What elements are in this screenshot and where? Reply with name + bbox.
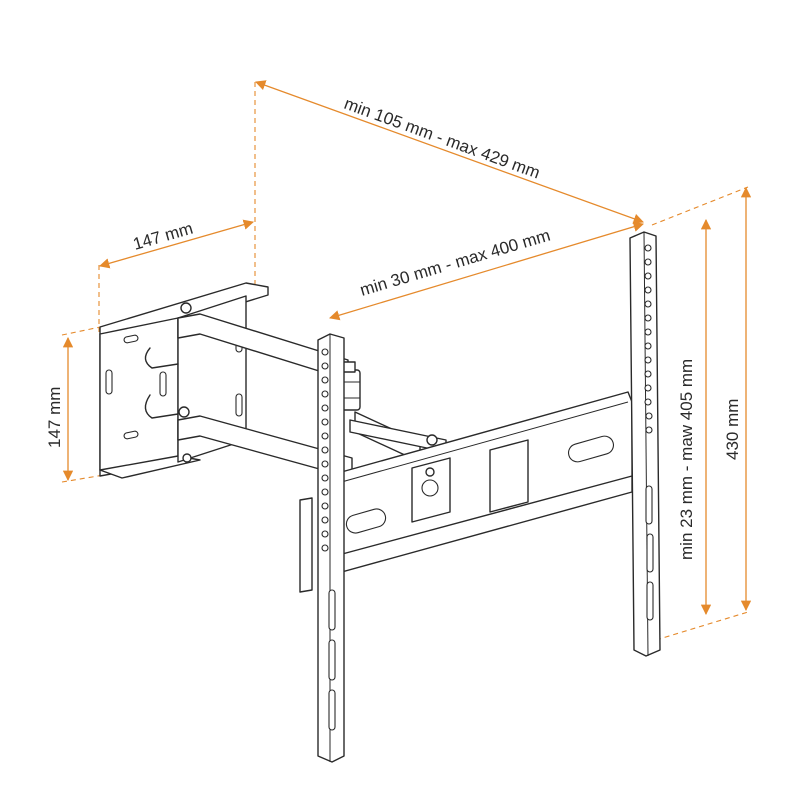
- tv-crossbar: [319, 391, 633, 579]
- extension-line-bottom: [655, 611, 749, 641]
- dimension-arrow-horizontal-spacing: [329, 221, 644, 321]
- dimension-arrow-arm-extension: [255, 80, 644, 224]
- bolt-icon: [178, 406, 190, 418]
- bolt-icon: [426, 434, 438, 446]
- bolt-icon: [180, 302, 192, 314]
- wall-plate: [99, 282, 269, 479]
- label-wall-plate-height: 147 mm: [45, 387, 64, 448]
- label-vertical-hole-spacing: min 23 mm - maw 405 mm: [677, 359, 696, 560]
- label-horizontal-hole-spacing: min 30 mm - max 400 mm: [358, 226, 553, 300]
- extension-line-top: [651, 186, 749, 226]
- bolt-icon: [425, 467, 435, 477]
- dimension-arrow-plate-width: [99, 219, 254, 269]
- dimension-lines: [61, 80, 752, 641]
- left-vertical-rail: [299, 333, 345, 763]
- rail-holes-left: [321, 348, 329, 552]
- label-wall-plate-width: 147 mm: [131, 219, 195, 254]
- rail-holes-right: [644, 244, 653, 434]
- right-vertical-rail: [629, 231, 661, 657]
- articulating-arms: [177, 313, 447, 479]
- label-arm-extension: min 105 mm - max 429 mm: [342, 94, 543, 183]
- bolt-icon: [182, 453, 192, 463]
- label-overall-height: 430 mm: [723, 399, 742, 460]
